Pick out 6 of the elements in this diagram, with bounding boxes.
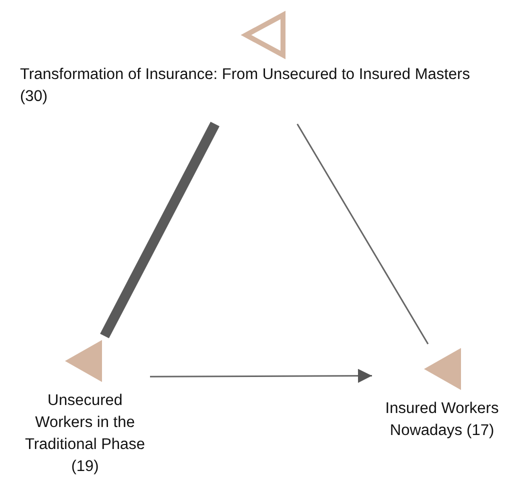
node-label: Transformation of Insurance: From Unsecured to Insured Masters (30): [20, 65, 471, 107]
connector-line: [296, 124, 429, 344]
node-label: Insured Workers Nowadays (17): [384, 399, 500, 441]
node-label: Unsecured Workers in the Traditional Phase (19): [24, 391, 146, 477]
connector-line: [100, 122, 220, 338]
arrow: [150, 368, 372, 383]
